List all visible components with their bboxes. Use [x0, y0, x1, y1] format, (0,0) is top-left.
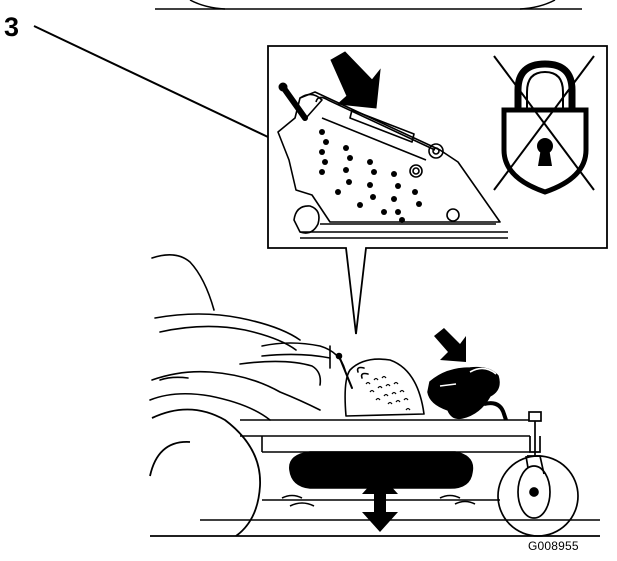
foot-press-illustration [428, 328, 506, 420]
callout-leader-line [34, 26, 268, 137]
callout-number: 3 [4, 14, 19, 41]
mower-body [150, 255, 424, 420]
rear-tire [150, 409, 260, 536]
down-right-arrow-icon [434, 328, 466, 362]
figure-code: G008955 [528, 540, 579, 552]
previous-figure-fragment [155, 0, 582, 9]
body-plate-studs [366, 377, 410, 411]
front-caster-wheel [498, 412, 578, 536]
